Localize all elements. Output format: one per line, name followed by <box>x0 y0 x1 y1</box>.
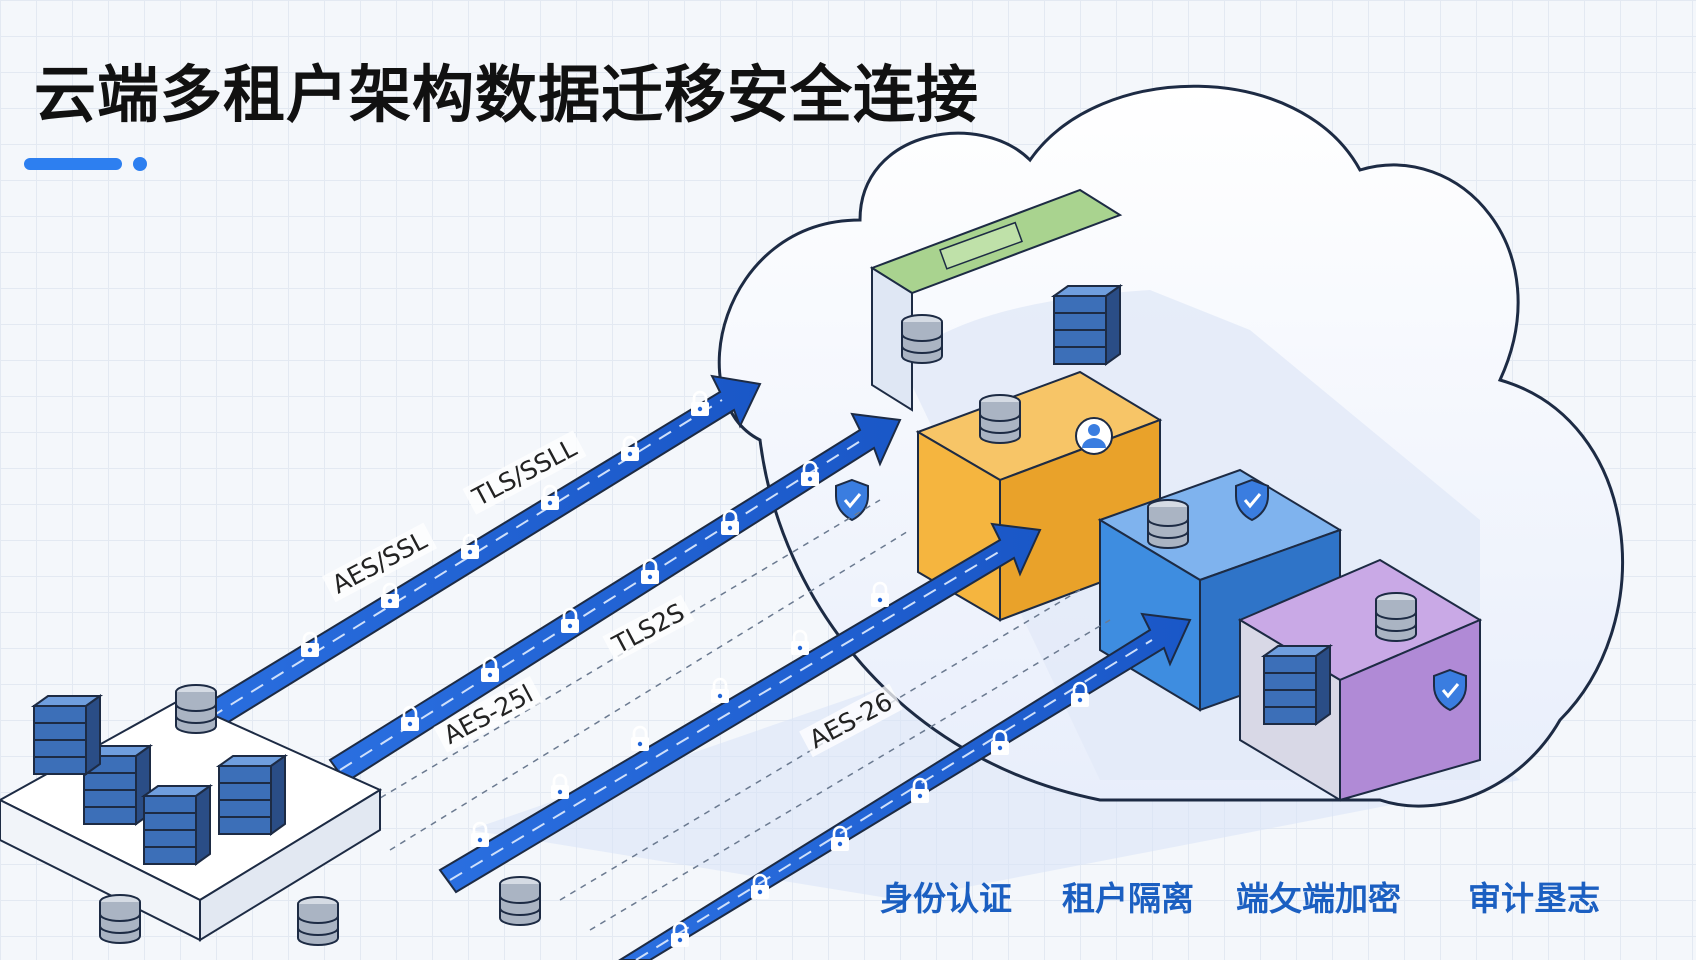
database-icon <box>297 896 339 946</box>
database-icon <box>499 876 541 926</box>
title-accent-dot <box>133 157 147 171</box>
server-rack-icon <box>1263 645 1331 725</box>
page-title: 云端多租户架构数据迁移安全连接 <box>34 58 980 131</box>
legend-e2e-encryption: 端攵端加密 <box>1236 879 1401 918</box>
database-icon <box>979 394 1021 444</box>
server-rack-icon <box>1053 285 1121 365</box>
database-icon <box>901 314 943 364</box>
database-icon <box>1375 592 1417 642</box>
legend-identity-auth: 身份认证 <box>880 879 1012 918</box>
legend-tenant-isolation: 租户隔离 <box>1062 879 1194 918</box>
server-rack-icon <box>218 755 286 835</box>
server-rack-icon <box>33 695 101 775</box>
on-premise-datacenter <box>0 684 541 946</box>
title-accent-bar <box>24 158 122 170</box>
pipe-3 <box>438 522 1042 894</box>
database-icon <box>175 684 217 734</box>
pipe-4 <box>618 612 1192 960</box>
database-icon <box>1147 499 1189 549</box>
server-rack-icon <box>143 785 211 865</box>
database-icon <box>99 894 141 944</box>
legend-audit-log: 审计垦志 <box>1468 879 1600 918</box>
user-icon <box>1075 417 1113 455</box>
tenant-green-compartment <box>869 188 1123 412</box>
